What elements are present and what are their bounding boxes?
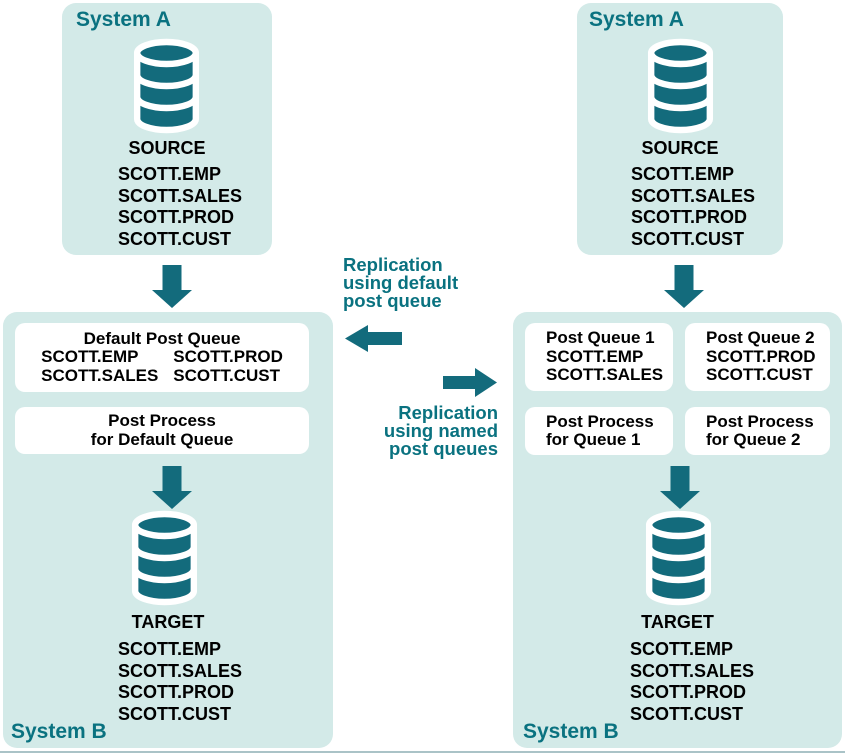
table-item: SCOTT.PROD <box>631 207 748 227</box>
database-icon <box>133 38 200 134</box>
table-item: SCOTT.EMP <box>41 347 139 367</box>
table-item: SCOTT.CUST <box>118 228 232 249</box>
table-item: SCOTT.SALES <box>118 660 243 681</box>
post-process-1-box: Post Process for Queue 1 <box>525 407 673 455</box>
queue-column-2: SCOTT.PROD SCOTT.CUST <box>173 348 283 385</box>
default-post-queue-title: Default Post Queue <box>83 328 241 348</box>
table-item: SCOTT.SALES <box>631 185 756 206</box>
target-label: TARGET <box>641 612 714 632</box>
down-arrow-icon <box>660 466 700 509</box>
source-table-list: SCOTT.EMP SCOTT.SALES SCOTT.PROD SCOTT.C… <box>118 164 242 250</box>
database-icon <box>645 510 712 606</box>
table-item: SCOTT.EMP <box>630 639 734 659</box>
label-line: using default <box>343 272 459 293</box>
target-table-list: SCOTT.EMP SCOTT.SALES SCOTT.PROD SCOTT.C… <box>630 639 754 725</box>
right-arrow-icon <box>443 368 497 397</box>
right-system-a-panel: System A SOURCE SCOTT.EMP SCOTT.SALES SC… <box>577 3 783 255</box>
database-icon <box>647 38 714 134</box>
table-item: SCOTT.SALES <box>41 365 159 385</box>
table-item: SCOTT.CUST <box>173 365 281 385</box>
bottom-edge-line <box>0 751 845 753</box>
queue-table-columns: SCOTT.EMP SCOTT.SALES SCOTT.PROD SCOTT.C… <box>15 348 309 385</box>
process-line: for Default Queue <box>90 429 234 449</box>
table-item: SCOTT.PROD <box>173 347 283 367</box>
table-item: SCOTT.SALES <box>630 660 755 681</box>
left-system-a-panel: System A SOURCE SCOTT.EMP SCOTT.SALES SC… <box>62 3 272 255</box>
label-line: Replication <box>343 254 443 275</box>
source-table-list: SCOTT.EMP SCOTT.SALES SCOTT.PROD SCOTT.C… <box>631 164 755 250</box>
target-table-list: SCOTT.EMP SCOTT.SALES SCOTT.PROD SCOTT.C… <box>118 639 242 725</box>
queue-column-1: SCOTT.EMP SCOTT.SALES <box>41 348 158 385</box>
process-line: for Queue 1 <box>546 430 641 449</box>
table-item: SCOTT.PROD <box>706 346 816 366</box>
down-arrow-icon <box>152 265 192 308</box>
replication-default-label: Replication using default post queue <box>343 254 459 311</box>
right-system-b-panel: Post Queue 1 SCOTT.EMP SCOTT.SALES Post … <box>513 312 842 748</box>
default-post-queue-box: Default Post Queue SCOTT.EMP SCOTT.SALES… <box>15 323 309 392</box>
replication-named-label: Replication using named post queues <box>343 402 498 459</box>
right-system-b-title: System B <box>523 720 619 743</box>
table-item: SCOTT.PROD <box>118 682 235 702</box>
label-line: Replication <box>398 402 498 423</box>
post-process-2-box: Post Process for Queue 2 <box>685 407 830 455</box>
left-system-b-panel: Default Post Queue SCOTT.EMP SCOTT.SALES… <box>3 312 333 748</box>
source-label: SOURCE <box>128 138 206 158</box>
left-system-b-title: System B <box>11 720 107 743</box>
label-line: using named <box>383 420 498 441</box>
process-line: Post Process <box>108 411 216 430</box>
post-queue-2-box: Post Queue 2 SCOTT.PROD SCOTT.CUST <box>685 323 830 391</box>
table-item: SCOTT.PROD <box>118 207 235 227</box>
right-system-a-title: System A <box>589 8 684 31</box>
post-queue-1-title: Post Queue 1 <box>546 328 655 348</box>
process-line: for Queue 2 <box>706 430 801 449</box>
table-item: SCOTT.EMP <box>118 639 222 659</box>
left-arrow-icon <box>345 325 402 352</box>
label-line: post queues <box>389 438 498 459</box>
table-item: SCOTT.SALES <box>546 365 664 385</box>
table-item: SCOTT.SALES <box>118 185 243 206</box>
table-item: SCOTT.CUST <box>631 228 745 249</box>
down-arrow-icon <box>664 265 704 308</box>
database-icon <box>131 510 198 606</box>
table-item: SCOTT.EMP <box>631 164 735 184</box>
table-item: SCOTT.EMP <box>546 346 644 366</box>
process-line: Post Process <box>706 411 814 431</box>
source-label: SOURCE <box>641 138 719 158</box>
left-system-a-title: System A <box>76 8 171 31</box>
table-item: SCOTT.PROD <box>630 682 747 702</box>
process-line: Post Process <box>546 411 654 431</box>
target-label: TARGET <box>131 612 205 632</box>
table-item: SCOTT.CUST <box>706 365 813 385</box>
table-item: SCOTT.CUST <box>118 703 232 724</box>
table-item: SCOTT.CUST <box>630 703 744 724</box>
down-arrow-icon <box>152 466 192 509</box>
post-queue-2-title: Post Queue 2 <box>706 328 815 348</box>
default-post-process-box: Post Process for Default Queue <box>15 407 309 454</box>
table-item: SCOTT.EMP <box>118 164 222 184</box>
label-line: post queue <box>343 290 442 311</box>
post-queue-1-box: Post Queue 1 SCOTT.EMP SCOTT.SALES <box>525 323 673 391</box>
